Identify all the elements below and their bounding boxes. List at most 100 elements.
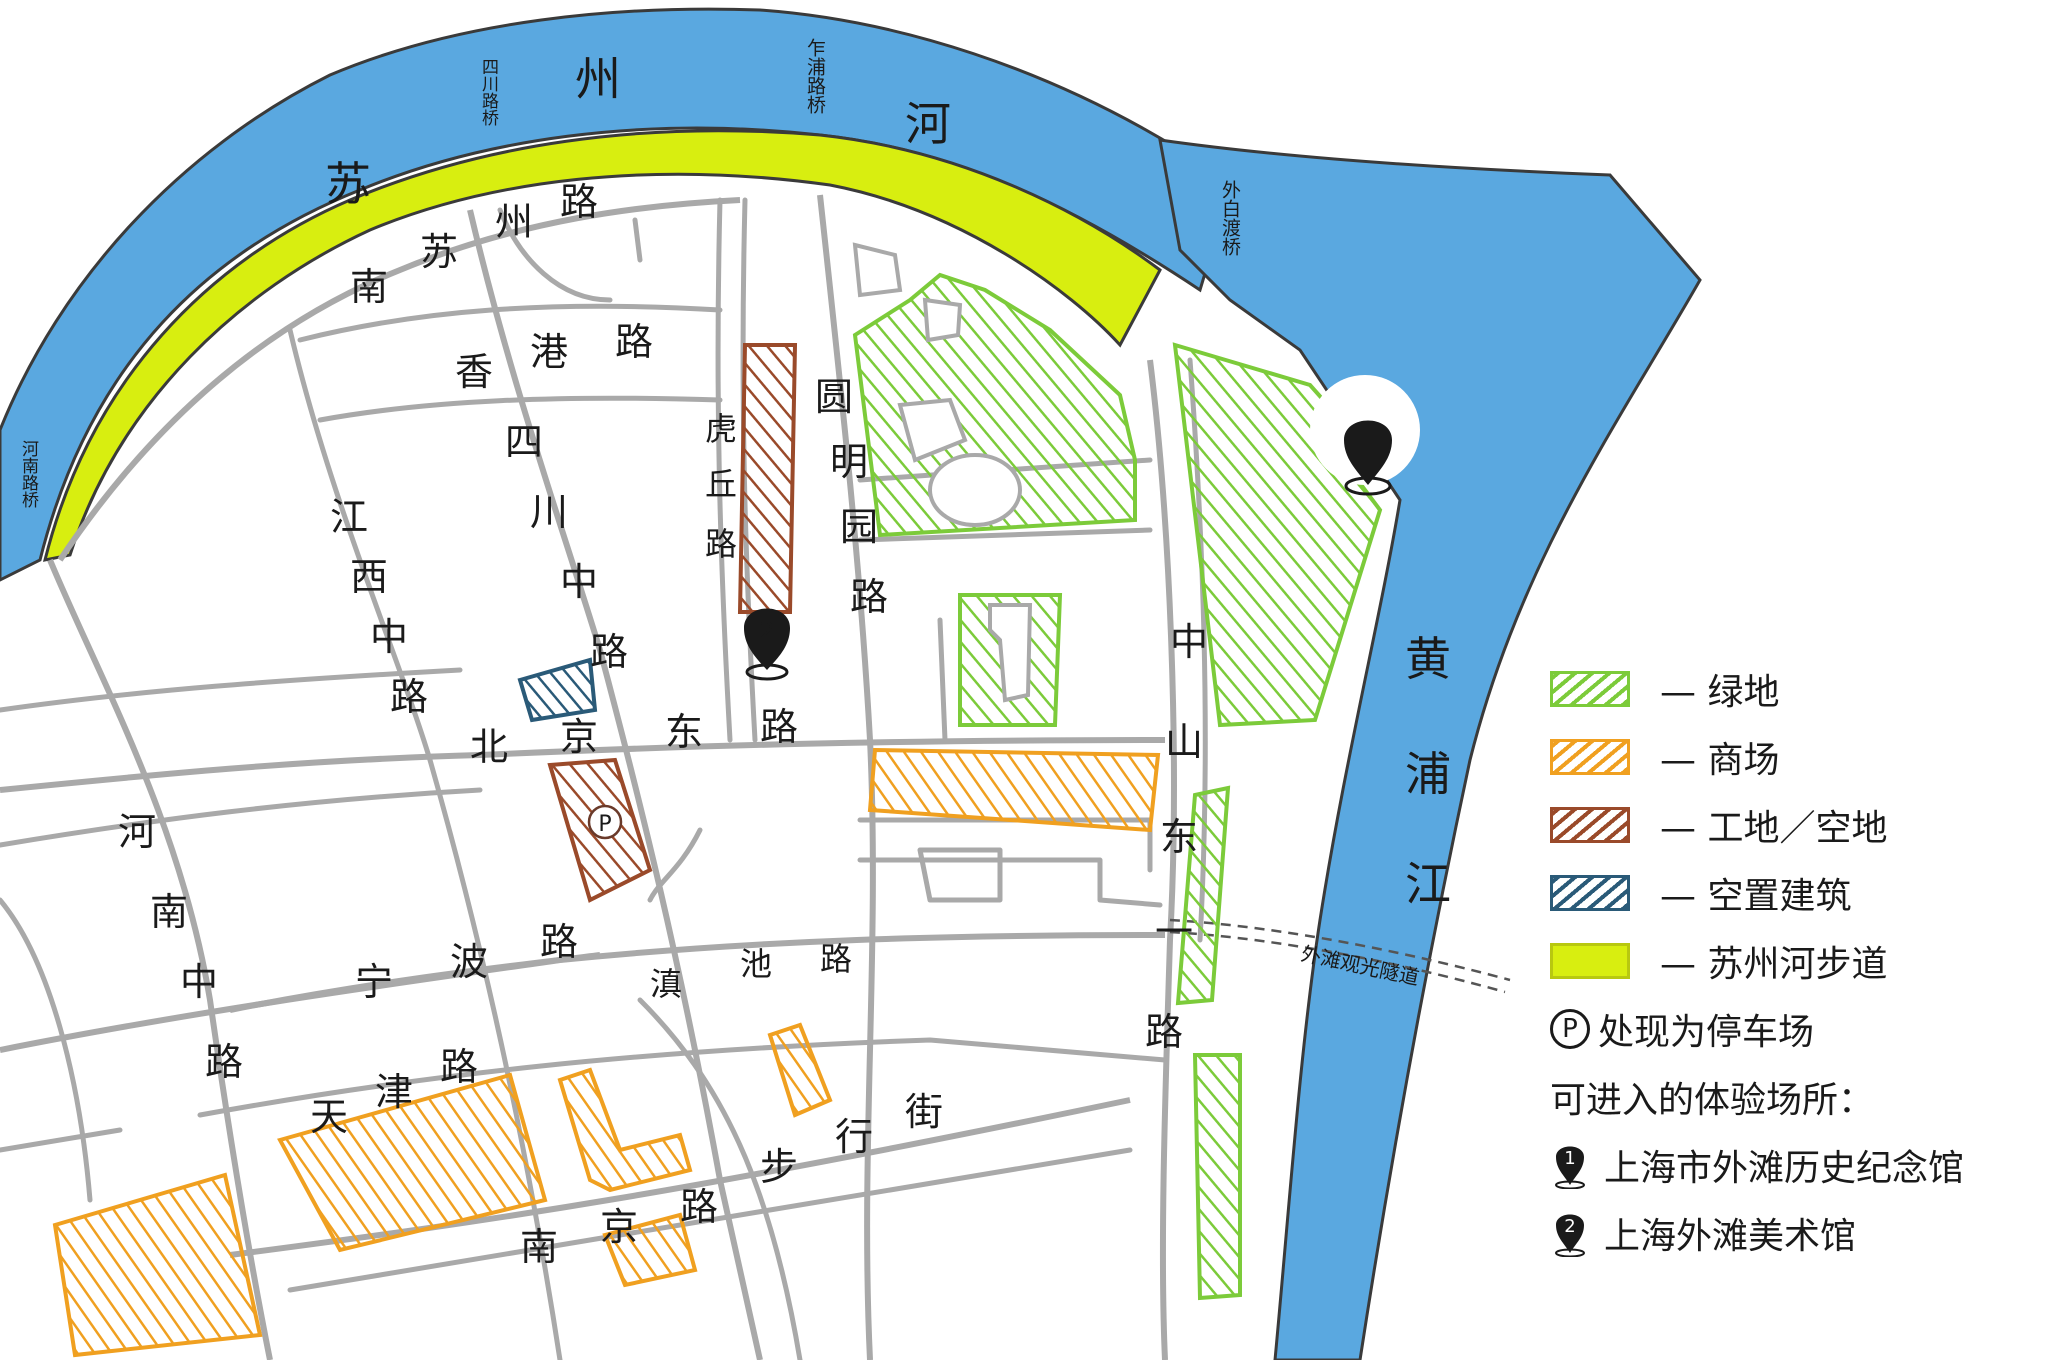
svg-text:津: 津 (375, 1070, 413, 1114)
legend: — 绿地 — 商场 — 工地／空地 — 空置建筑 — 苏州河步道 P 处现为停车… (1550, 655, 2040, 1267)
dianchi-road-label: 滇 池 路 (650, 940, 852, 1003)
svg-text:南: 南 (150, 890, 188, 934)
legend-venue-2: 上海外滩美术馆 (1604, 1216, 1857, 1257)
nan-suzhou-road-label: 南 苏 州 路 (350, 180, 598, 309)
svg-text:滇: 滇 (650, 965, 682, 1003)
svg-text:一: 一 (1155, 910, 1193, 954)
svg-text:东: 东 (665, 710, 703, 754)
svg-text:河: 河 (905, 97, 951, 151)
svg-text:街: 街 (905, 1090, 943, 1134)
svg-text:港: 港 (530, 330, 568, 374)
svg-text:河: 河 (118, 810, 156, 854)
svg-text:路: 路 (205, 1040, 243, 1084)
suzhou-river (0, 7, 1232, 582)
svg-text:宁: 宁 (355, 960, 393, 1004)
legend-venue-1: 上海市外滩历史纪念馆 (1604, 1148, 1965, 1189)
legend-label-walkway: — 苏州河步道 (1660, 944, 1888, 985)
tianjin-road-label: 天 津 路 (310, 1045, 478, 1139)
legend-label-vacant: — 空置建筑 (1660, 876, 1852, 917)
suzhou-river-walkway (42, 129, 1162, 562)
svg-text:明: 明 (830, 440, 868, 484)
huangpu-river (1158, 138, 1702, 1360)
vacant-building (517, 657, 598, 723)
svg-text:丘: 丘 (705, 465, 737, 503)
henan-road-bridge-label: 河南路桥 (18, 440, 39, 508)
location-pin-1-icon: 1 (1555, 1146, 1585, 1189)
legend-swatch-green (1550, 671, 1630, 707)
svg-text:苏: 苏 (420, 230, 458, 274)
legend-label-parking: 处现为停车场 (1598, 1012, 1815, 1053)
legend-row-vacant: — 空置建筑 (1550, 859, 2040, 927)
henan-zhong-road-label: 河 南 中 路 (118, 810, 243, 1084)
green-area-park (852, 272, 1137, 538)
legend-swatch-vacant (1550, 875, 1630, 911)
svg-text:中: 中 (560, 560, 598, 604)
svg-text:路: 路 (440, 1045, 478, 1089)
ningbo-road-label: 宁 波 路 (355, 920, 578, 1004)
svg-text:园: 园 (840, 505, 878, 549)
zhapu-road-bridge-label: 乍浦路桥 (804, 38, 826, 114)
svg-text:圆: 圆 (815, 375, 853, 419)
svg-text:山: 山 (1165, 720, 1203, 764)
svg-text:黄: 黄 (1405, 632, 1451, 686)
legend-row-mall: — 商场 (1550, 723, 2040, 791)
svg-text:虎: 虎 (705, 410, 737, 448)
location-pin-1[interactable]: 1 (1310, 375, 1420, 496)
legend-swatch-walkway (1550, 943, 1630, 979)
svg-text:步: 步 (760, 1145, 798, 1189)
huqiu-road-label: 虎 丘 路 (705, 410, 737, 563)
svg-text:州: 州 (495, 200, 533, 244)
svg-text:南: 南 (350, 265, 388, 309)
location-pin-2-icon: 2 (1555, 1214, 1585, 1257)
legend-label-construction: — 工地／空地 (1660, 808, 1888, 849)
construction-huqiu (737, 343, 798, 614)
legend-row-parking: P 处现为停车场 (1550, 995, 2040, 1063)
svg-text:浦: 浦 (1405, 747, 1451, 801)
svg-text:波: 波 (450, 940, 488, 984)
svg-text:西: 西 (350, 555, 388, 599)
svg-text:路: 路 (680, 1185, 718, 1229)
svg-text:京: 京 (600, 1205, 638, 1249)
suzhou-river-label: 苏 州 河 (325, 52, 951, 211)
legend-row-venue-1[interactable]: 1 上海市外滩历史纪念馆 (1550, 1131, 2040, 1199)
svg-text:路: 路 (540, 920, 578, 964)
yuanmingyuan-road-label: 圆 明 园 路 (815, 375, 888, 619)
nanjing-road-walk-label: 南 京 路 步 行 街 (520, 1090, 943, 1269)
malls (52, 747, 1161, 1358)
legend-label-mall: — 商场 (1660, 740, 1780, 781)
huangpu-river-label: 黄 浦 江 (1405, 632, 1451, 911)
svg-text:路: 路 (1145, 1010, 1183, 1054)
svg-text:路: 路 (850, 575, 888, 619)
legend-row-green: — 绿地 (1550, 655, 2040, 723)
svg-text:四: 四 (505, 420, 543, 464)
sichuan-road-bridge-label: 四川路桥 (478, 58, 499, 126)
park-buildings (852, 242, 1033, 703)
svg-text:路: 路 (615, 320, 653, 364)
svg-text:行: 行 (835, 1115, 873, 1159)
jiangxi-zhong-road-label: 江 西 中 路 (330, 495, 428, 719)
zhongshan-dong-1-road-label: 中 山 东 一 路 (1145, 620, 1208, 1054)
green-area-strip-1 (1175, 785, 1231, 1006)
svg-text:中: 中 (370, 615, 408, 659)
svg-text:北: 北 (470, 725, 508, 769)
svg-text:2: 2 (1564, 1216, 1575, 1237)
svg-text:东: 东 (1160, 815, 1198, 859)
waibaidu-bridge-label: 外白渡桥 (1219, 180, 1241, 256)
bridge-labels: 河南路桥 四川路桥 乍浦路桥 外白渡桥 (18, 38, 1241, 508)
svg-text:天: 天 (310, 1095, 348, 1139)
svg-text:京: 京 (560, 715, 598, 759)
svg-text:中: 中 (180, 960, 218, 1004)
svg-text:苏: 苏 (325, 157, 371, 211)
svg-text:路: 路 (560, 180, 598, 224)
legend-label-green: — 绿地 (1660, 672, 1780, 713)
location-pin-2[interactable]: 2 (744, 608, 790, 681)
svg-text:香: 香 (455, 350, 493, 394)
legend-row-venues-title: 可进入的体验场所： (1550, 1063, 2040, 1131)
svg-text:路: 路 (820, 940, 852, 978)
svg-text:1: 1 (1360, 429, 1377, 459)
legend-row-venue-2[interactable]: 2 上海外滩美术馆 (1550, 1199, 2040, 1267)
svg-text:1: 1 (1564, 1148, 1575, 1169)
svg-text:池: 池 (740, 945, 772, 983)
svg-text:江: 江 (330, 495, 368, 539)
